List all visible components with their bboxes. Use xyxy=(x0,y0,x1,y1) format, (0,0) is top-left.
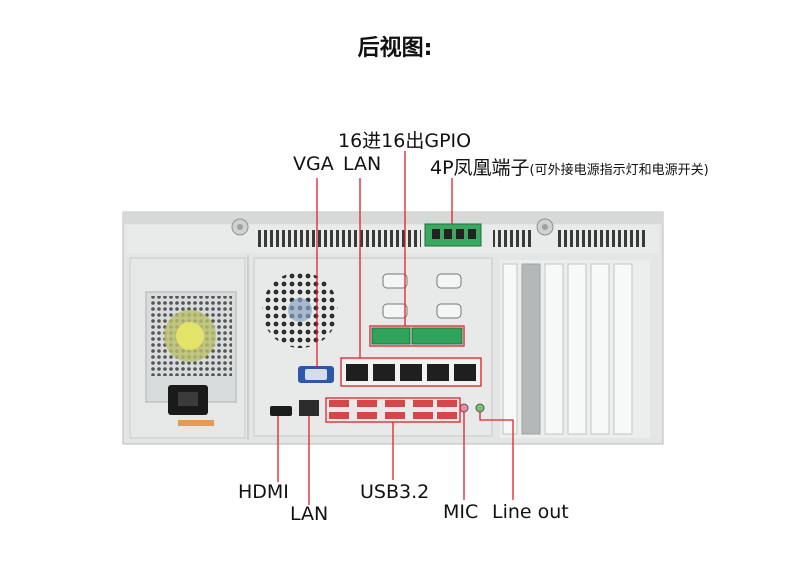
line-out-jack xyxy=(475,403,485,413)
top-vents-right xyxy=(493,230,533,247)
fan-grill xyxy=(260,270,340,350)
callout-line-out xyxy=(479,412,514,500)
phoenix-terminal-4p xyxy=(424,223,482,247)
page-title: 后视图: xyxy=(357,36,433,61)
usb-ports xyxy=(329,400,457,419)
com-ports xyxy=(382,273,462,319)
thumb-screw-right xyxy=(536,218,554,236)
callout-gpio-box xyxy=(369,325,465,347)
lan-port-single xyxy=(299,400,319,416)
label-lan-top: LAN xyxy=(343,153,382,175)
callout-lines xyxy=(277,151,514,505)
thumb-screw-left xyxy=(231,218,249,236)
label-usb: USB3.2 xyxy=(360,481,430,503)
label-line-out: Line out xyxy=(492,501,569,523)
label-vga: VGA xyxy=(293,153,334,175)
label-hdmi: HDMI xyxy=(238,481,289,503)
label-gpio: 16进16出GPIO xyxy=(338,130,472,152)
top-vents-left xyxy=(258,230,421,247)
label-lan-bottom: LAN xyxy=(290,503,329,525)
label-phoenix-terminal: 4P凤凰端子(可外接电源指示灯和电源开关) xyxy=(430,153,709,180)
callout-lan-box xyxy=(340,357,482,387)
label-phoenix-note: (可外接电源指示灯和电源开关) xyxy=(529,163,709,178)
mic-jack xyxy=(459,403,469,413)
label-mic: MIC xyxy=(443,501,479,523)
hdmi-port xyxy=(270,406,292,416)
label-phoenix-main: 4P凤凰端子 xyxy=(430,157,530,179)
expansion-slots xyxy=(500,260,650,438)
vga-port xyxy=(298,366,334,383)
power-supply xyxy=(145,291,237,426)
gpio-terminal-blocks xyxy=(371,327,463,345)
top-vents-far-right xyxy=(556,230,646,247)
lan-ports xyxy=(342,360,480,385)
